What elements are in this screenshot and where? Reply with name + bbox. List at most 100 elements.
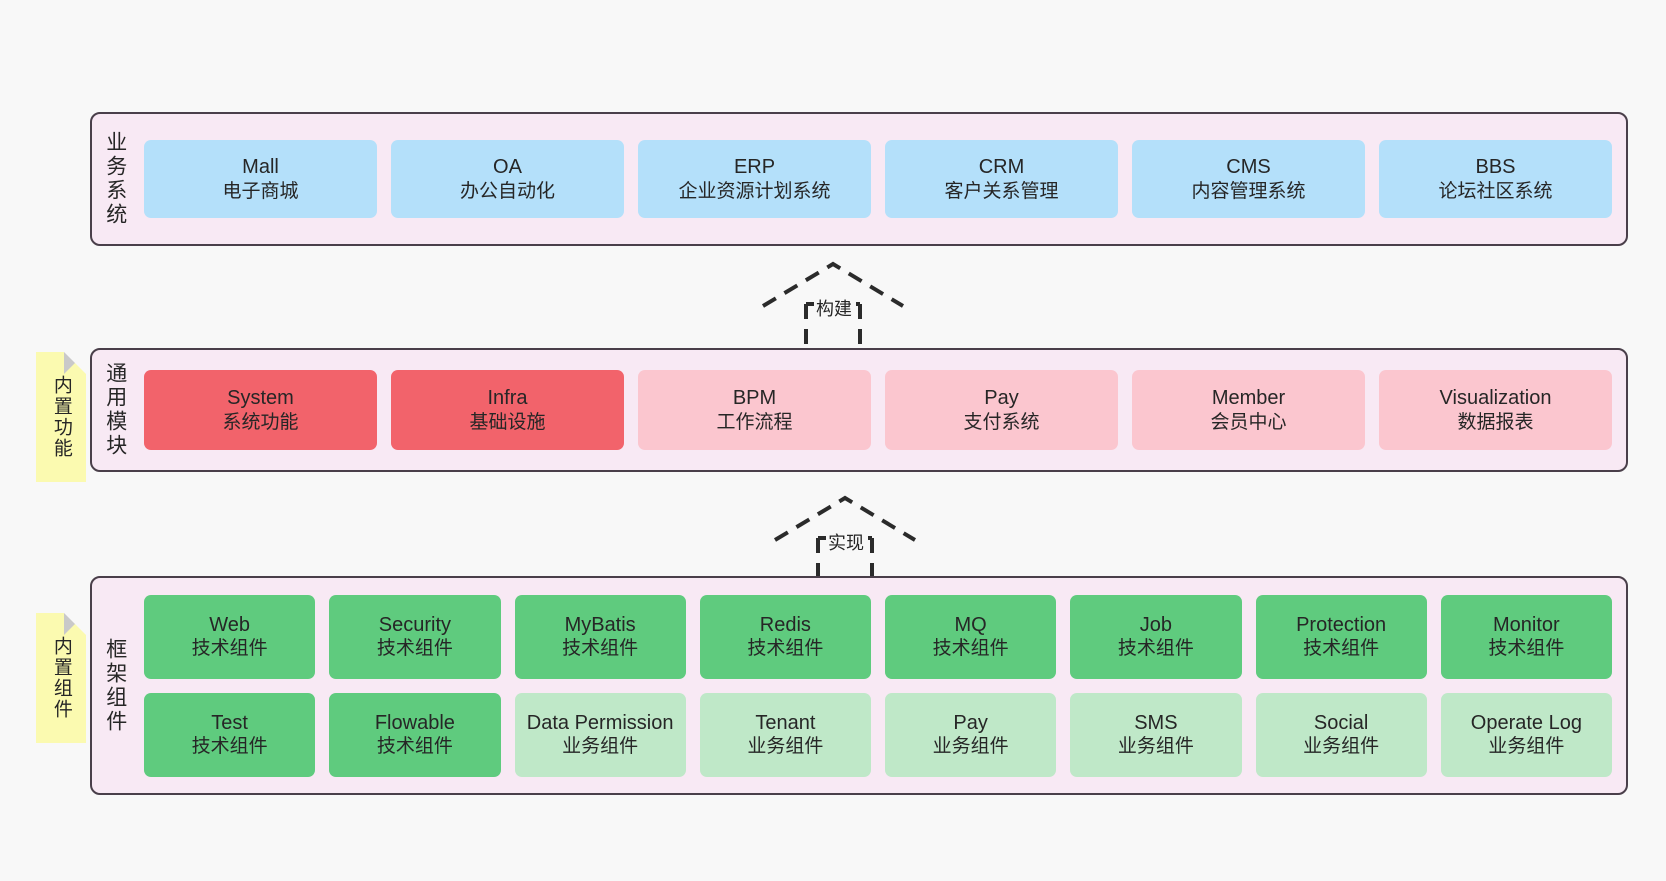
card-erp[interactable]: ERP 企业资源计划系统: [638, 140, 871, 218]
card-pay-module[interactable]: Pay 支付系统: [885, 370, 1118, 450]
layer-framework-components: 框架组件 Web 技术组件 Security 技术组件 MyBatis 技术组件…: [90, 576, 1628, 795]
card-subtitle: 内容管理系统: [1191, 180, 1306, 202]
sticky-note-builtin-features: 内置功能: [36, 352, 86, 482]
card-title: BBS: [1475, 156, 1516, 179]
card-title: Infra: [487, 387, 528, 410]
card-crm[interactable]: CRM 客户关系管理: [885, 140, 1118, 218]
card-title: CRM: [978, 156, 1025, 179]
card-subtitle: 技术组件: [932, 638, 1009, 660]
card-title: Pay: [953, 711, 988, 734]
card-title: CMS: [1226, 156, 1271, 179]
card-web[interactable]: Web 技术组件: [144, 594, 316, 679]
layer-body-business-systems: Mall 电子商城 OA 办公自动化 ERP 企业资源计划系统 CRM 客户关系…: [138, 114, 1626, 244]
card-title: Tenant: [755, 711, 816, 734]
card-redis[interactable]: Redis 技术组件: [699, 594, 871, 679]
card-pay-component[interactable]: Pay 业务组件: [885, 692, 1057, 777]
layer-common-modules: 通用模块 System 系统功能 Infra 基础设施 BPM 工作流程 Pay…: [90, 348, 1628, 472]
card-flowable[interactable]: Flowable 技术组件: [329, 692, 501, 777]
card-subtitle: 业务组件: [1303, 736, 1380, 758]
card-title: OA: [493, 156, 522, 179]
card-subtitle: 电子商城: [222, 180, 299, 202]
card-monitor[interactable]: Monitor 技术组件: [1440, 594, 1612, 679]
card-title: ERP: [733, 156, 776, 179]
card-mybatis[interactable]: MyBatis 技术组件: [514, 594, 686, 679]
connector-label-implement: 实现: [826, 529, 866, 555]
card-subtitle: 工作流程: [716, 411, 793, 433]
card-title: Monitor: [1493, 613, 1560, 636]
card-row: Web 技术组件 Security 技术组件 MyBatis 技术组件 Redi…: [144, 594, 1612, 679]
layer-body-framework-components: Web 技术组件 Security 技术组件 MyBatis 技术组件 Redi…: [138, 578, 1626, 793]
card-title: Web: [209, 613, 250, 636]
card-subtitle: 办公自动化: [459, 180, 555, 202]
card-oa[interactable]: OA 办公自动化: [391, 140, 624, 218]
card-bpm[interactable]: BPM 工作流程: [638, 370, 871, 450]
card-title: Member: [1211, 387, 1286, 410]
card-infra[interactable]: Infra 基础设施: [391, 370, 624, 450]
card-social[interactable]: Social 业务组件: [1255, 692, 1427, 777]
connector-build: 构建: [758, 258, 908, 350]
layer-body-common-modules: System 系统功能 Infra 基础设施 BPM 工作流程 Pay 支付系统…: [138, 350, 1626, 470]
card-subtitle: 技术组件: [562, 638, 639, 660]
card-title: Redis: [759, 613, 811, 636]
card-sms[interactable]: SMS 业务组件: [1070, 692, 1242, 777]
layer-title-framework-components: 框架组件: [103, 637, 127, 734]
card-title: Job: [1139, 613, 1172, 636]
card-data-permission[interactable]: Data Permission 业务组件: [514, 692, 686, 777]
card-subtitle: 技术组件: [376, 736, 453, 758]
card-subtitle: 技术组件: [376, 638, 453, 660]
card-subtitle: 系统功能: [222, 411, 299, 433]
card-subtitle: 技术组件: [191, 638, 268, 660]
card-title: BPM: [732, 387, 777, 410]
card-title: Security: [378, 613, 451, 636]
card-member[interactable]: Member 会员中心: [1132, 370, 1365, 450]
card-operate-log[interactable]: Operate Log 业务组件: [1440, 692, 1612, 777]
card-title: Test: [211, 711, 248, 734]
card-job[interactable]: Job 技术组件: [1070, 594, 1242, 679]
card-system[interactable]: System 系统功能: [144, 370, 377, 450]
card-title: Social: [1313, 711, 1369, 734]
card-mq[interactable]: MQ 技术组件: [885, 594, 1057, 679]
card-title: Flowable: [374, 711, 455, 734]
card-security[interactable]: Security 技术组件: [329, 594, 501, 679]
card-title: MQ: [954, 613, 987, 636]
card-subtitle: 业务组件: [747, 736, 824, 758]
card-title: SMS: [1134, 711, 1178, 734]
card-subtitle: 业务组件: [932, 736, 1009, 758]
sticky-note-builtin-components: 内置组件: [36, 613, 86, 743]
card-subtitle: 业务组件: [1117, 736, 1194, 758]
card-subtitle: 支付系统: [963, 411, 1040, 433]
layer-title-business-systems: 业务系统: [103, 131, 127, 227]
card-title: MyBatis: [564, 613, 636, 636]
card-subtitle: 基础设施: [469, 411, 546, 433]
card-visualization[interactable]: Visualization 数据报表: [1379, 370, 1612, 450]
card-subtitle: 技术组件: [191, 736, 268, 758]
card-subtitle: 技术组件: [747, 638, 824, 660]
card-subtitle: 会员中心: [1210, 411, 1287, 433]
layer-business-systems: 业务系统 Mall 电子商城 OA 办公自动化 ERP 企业资源计划系统 CRM…: [90, 112, 1628, 246]
card-subtitle: 客户关系管理: [944, 180, 1059, 202]
card-row: Test 技术组件 Flowable 技术组件 Data Permission …: [144, 692, 1612, 777]
card-protection[interactable]: Protection 技术组件: [1255, 594, 1427, 679]
card-subtitle: 企业资源计划系统: [678, 180, 831, 202]
card-subtitle: 数据报表: [1457, 411, 1534, 433]
card-subtitle: 论坛社区系统: [1438, 180, 1553, 202]
card-test[interactable]: Test 技术组件: [144, 692, 316, 777]
connector-implement: 实现: [770, 492, 920, 584]
card-title: Data Permission: [526, 711, 674, 734]
card-title: Mall: [242, 156, 279, 179]
card-bbs[interactable]: BBS 论坛社区系统: [1379, 140, 1612, 218]
card-row: Mall 电子商城 OA 办公自动化 ERP 企业资源计划系统 CRM 客户关系…: [144, 140, 1612, 218]
card-cms[interactable]: CMS 内容管理系统: [1132, 140, 1365, 218]
card-subtitle: 技术组件: [1117, 638, 1194, 660]
card-mall[interactable]: Mall 电子商城: [144, 140, 377, 218]
card-title: Protection: [1296, 613, 1387, 636]
layer-title-common-modules: 通用模块: [103, 362, 127, 458]
card-subtitle: 技术组件: [1303, 638, 1380, 660]
card-title: Pay: [984, 387, 1019, 410]
card-subtitle: 业务组件: [1488, 736, 1565, 758]
card-tenant[interactable]: Tenant 业务组件: [699, 692, 871, 777]
connector-label-build: 构建: [814, 295, 854, 321]
card-title: Operate Log: [1470, 711, 1582, 734]
card-row: System 系统功能 Infra 基础设施 BPM 工作流程 Pay 支付系统…: [144, 370, 1612, 450]
